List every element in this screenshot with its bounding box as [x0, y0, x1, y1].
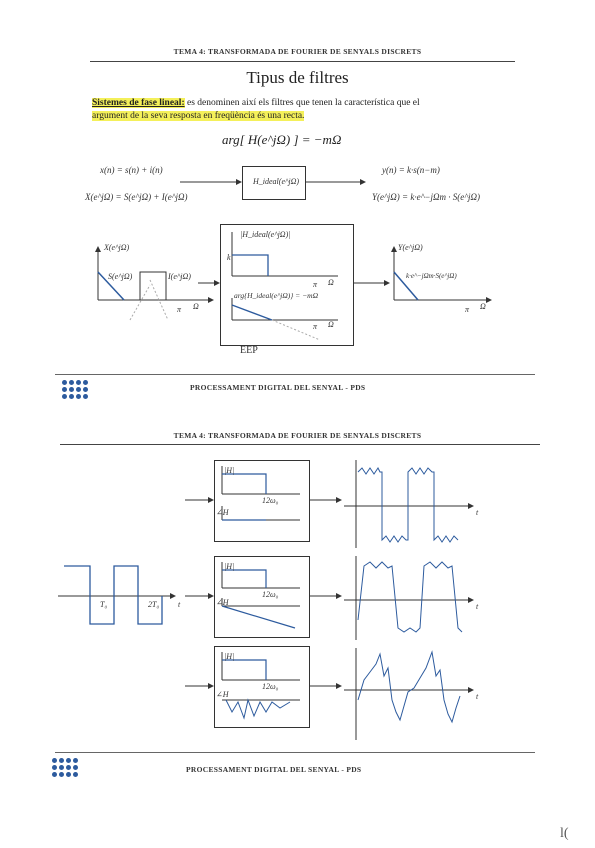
- linear-phase-formula: arg[ H(e^jΩ) ] = −mΩ: [222, 132, 342, 147]
- filter-1-phase: ∠H: [216, 508, 229, 517]
- ideal-filter-label: H_ideal(e^jΩ): [253, 177, 300, 186]
- filter-1-cutoff: 12ω₀: [262, 496, 279, 505]
- input-plot-i-label: I(e^jΩ): [168, 272, 191, 281]
- handwritten-scribble: EEP: [240, 345, 258, 356]
- input-t-axis: t: [178, 600, 181, 609]
- filter-gain-k: k: [227, 253, 231, 262]
- page2-footer-rule: [55, 752, 535, 753]
- filter-1-mag: |H|: [224, 466, 235, 475]
- header-rule: [90, 61, 515, 62]
- filter-3-cutoff: 12ω₀: [262, 682, 279, 691]
- intro-term: Sistemes de fase lineal:: [92, 98, 185, 108]
- output-plot-omega: Ω: [480, 302, 486, 311]
- input-plot-ylabel: X(e^jΩ): [104, 243, 130, 252]
- input-2t0: 2T₀: [148, 600, 160, 609]
- page2-header-rule: [60, 444, 540, 445]
- output-plot-ylabel: Y(e^jΩ): [398, 243, 423, 252]
- output-freq-label: Y(e^jΩ) = k·e^−jΩm · S(e^jΩ): [372, 192, 481, 202]
- input-plot-omega: Ω: [193, 302, 199, 311]
- intro-highlight: argument de la seva resposta en freqüènc…: [92, 111, 305, 121]
- page1-footer: PROCESSAMENT DIGITAL DEL SENYAL - PDS: [190, 383, 366, 392]
- filter-mag-pi: π: [313, 280, 318, 289]
- footer-rule: [55, 374, 535, 375]
- output-3-t: t: [476, 692, 479, 701]
- page-mark: l(: [560, 826, 569, 841]
- page1-header: TEMA 4: TRANSFORMADA DE FOURIER DE SENYA…: [173, 47, 422, 56]
- linear-phase-line: [231, 304, 273, 321]
- intro-paragraph: Sistemes de fase lineal: es denominen ai…: [92, 97, 502, 123]
- filter-3-phase: ∠H: [216, 690, 229, 699]
- output-2-t: t: [476, 602, 479, 611]
- page-title: Tipus de filtres: [246, 68, 349, 87]
- page2-logo-dots: [52, 758, 78, 777]
- filter-response-box: [220, 224, 354, 346]
- filter-2-mag: |H|: [224, 562, 235, 571]
- filter-2-cutoff: 12ω₀: [262, 590, 279, 599]
- filter-2-phase: ∠H: [216, 598, 229, 607]
- interference-spectrum: [139, 271, 167, 300]
- filter-mag-omega: Ω: [328, 278, 334, 287]
- output-1-t: t: [476, 508, 479, 517]
- page2-footer: PROCESSAMENT DIGITAL DEL SENYAL - PDS: [186, 765, 362, 774]
- input-t0: T₀: [100, 600, 108, 609]
- intro-text: es denominen així els filtres que tenen …: [187, 98, 420, 108]
- output-time-label: y(n) = k·s(n−m): [382, 165, 440, 175]
- input-time-label: x(n) = s(n) + i(n): [100, 165, 163, 175]
- filter-phase-omega: Ω: [328, 320, 334, 329]
- signal-spectrum: [97, 271, 125, 301]
- ideal-filter-block: H_ideal(e^jΩ): [242, 166, 306, 200]
- filter-mag-label: |H_ideal(e^jΩ)|: [240, 230, 291, 239]
- input-plot-s-label: S(e^jΩ): [108, 272, 133, 281]
- input-plot-pi: π: [177, 305, 182, 314]
- page2-header: TEMA 4: TRANSFORMADA DE FOURIER DE SENYA…: [173, 431, 422, 440]
- output-plot-pi: π: [465, 305, 470, 314]
- output-plot-s-label: k·e^−jΩm·S(e^jΩ): [406, 272, 457, 280]
- filter-phase-pi: π: [313, 322, 318, 331]
- logo-dots: [62, 380, 88, 399]
- filter-phase-label: arg{H_ideal(e^jΩ)} = −mΩ: [234, 291, 319, 300]
- input-freq-label: X(e^jΩ) = S(e^jΩ) + I(e^jΩ): [85, 192, 188, 202]
- filter-3-mag: |H|: [224, 652, 235, 661]
